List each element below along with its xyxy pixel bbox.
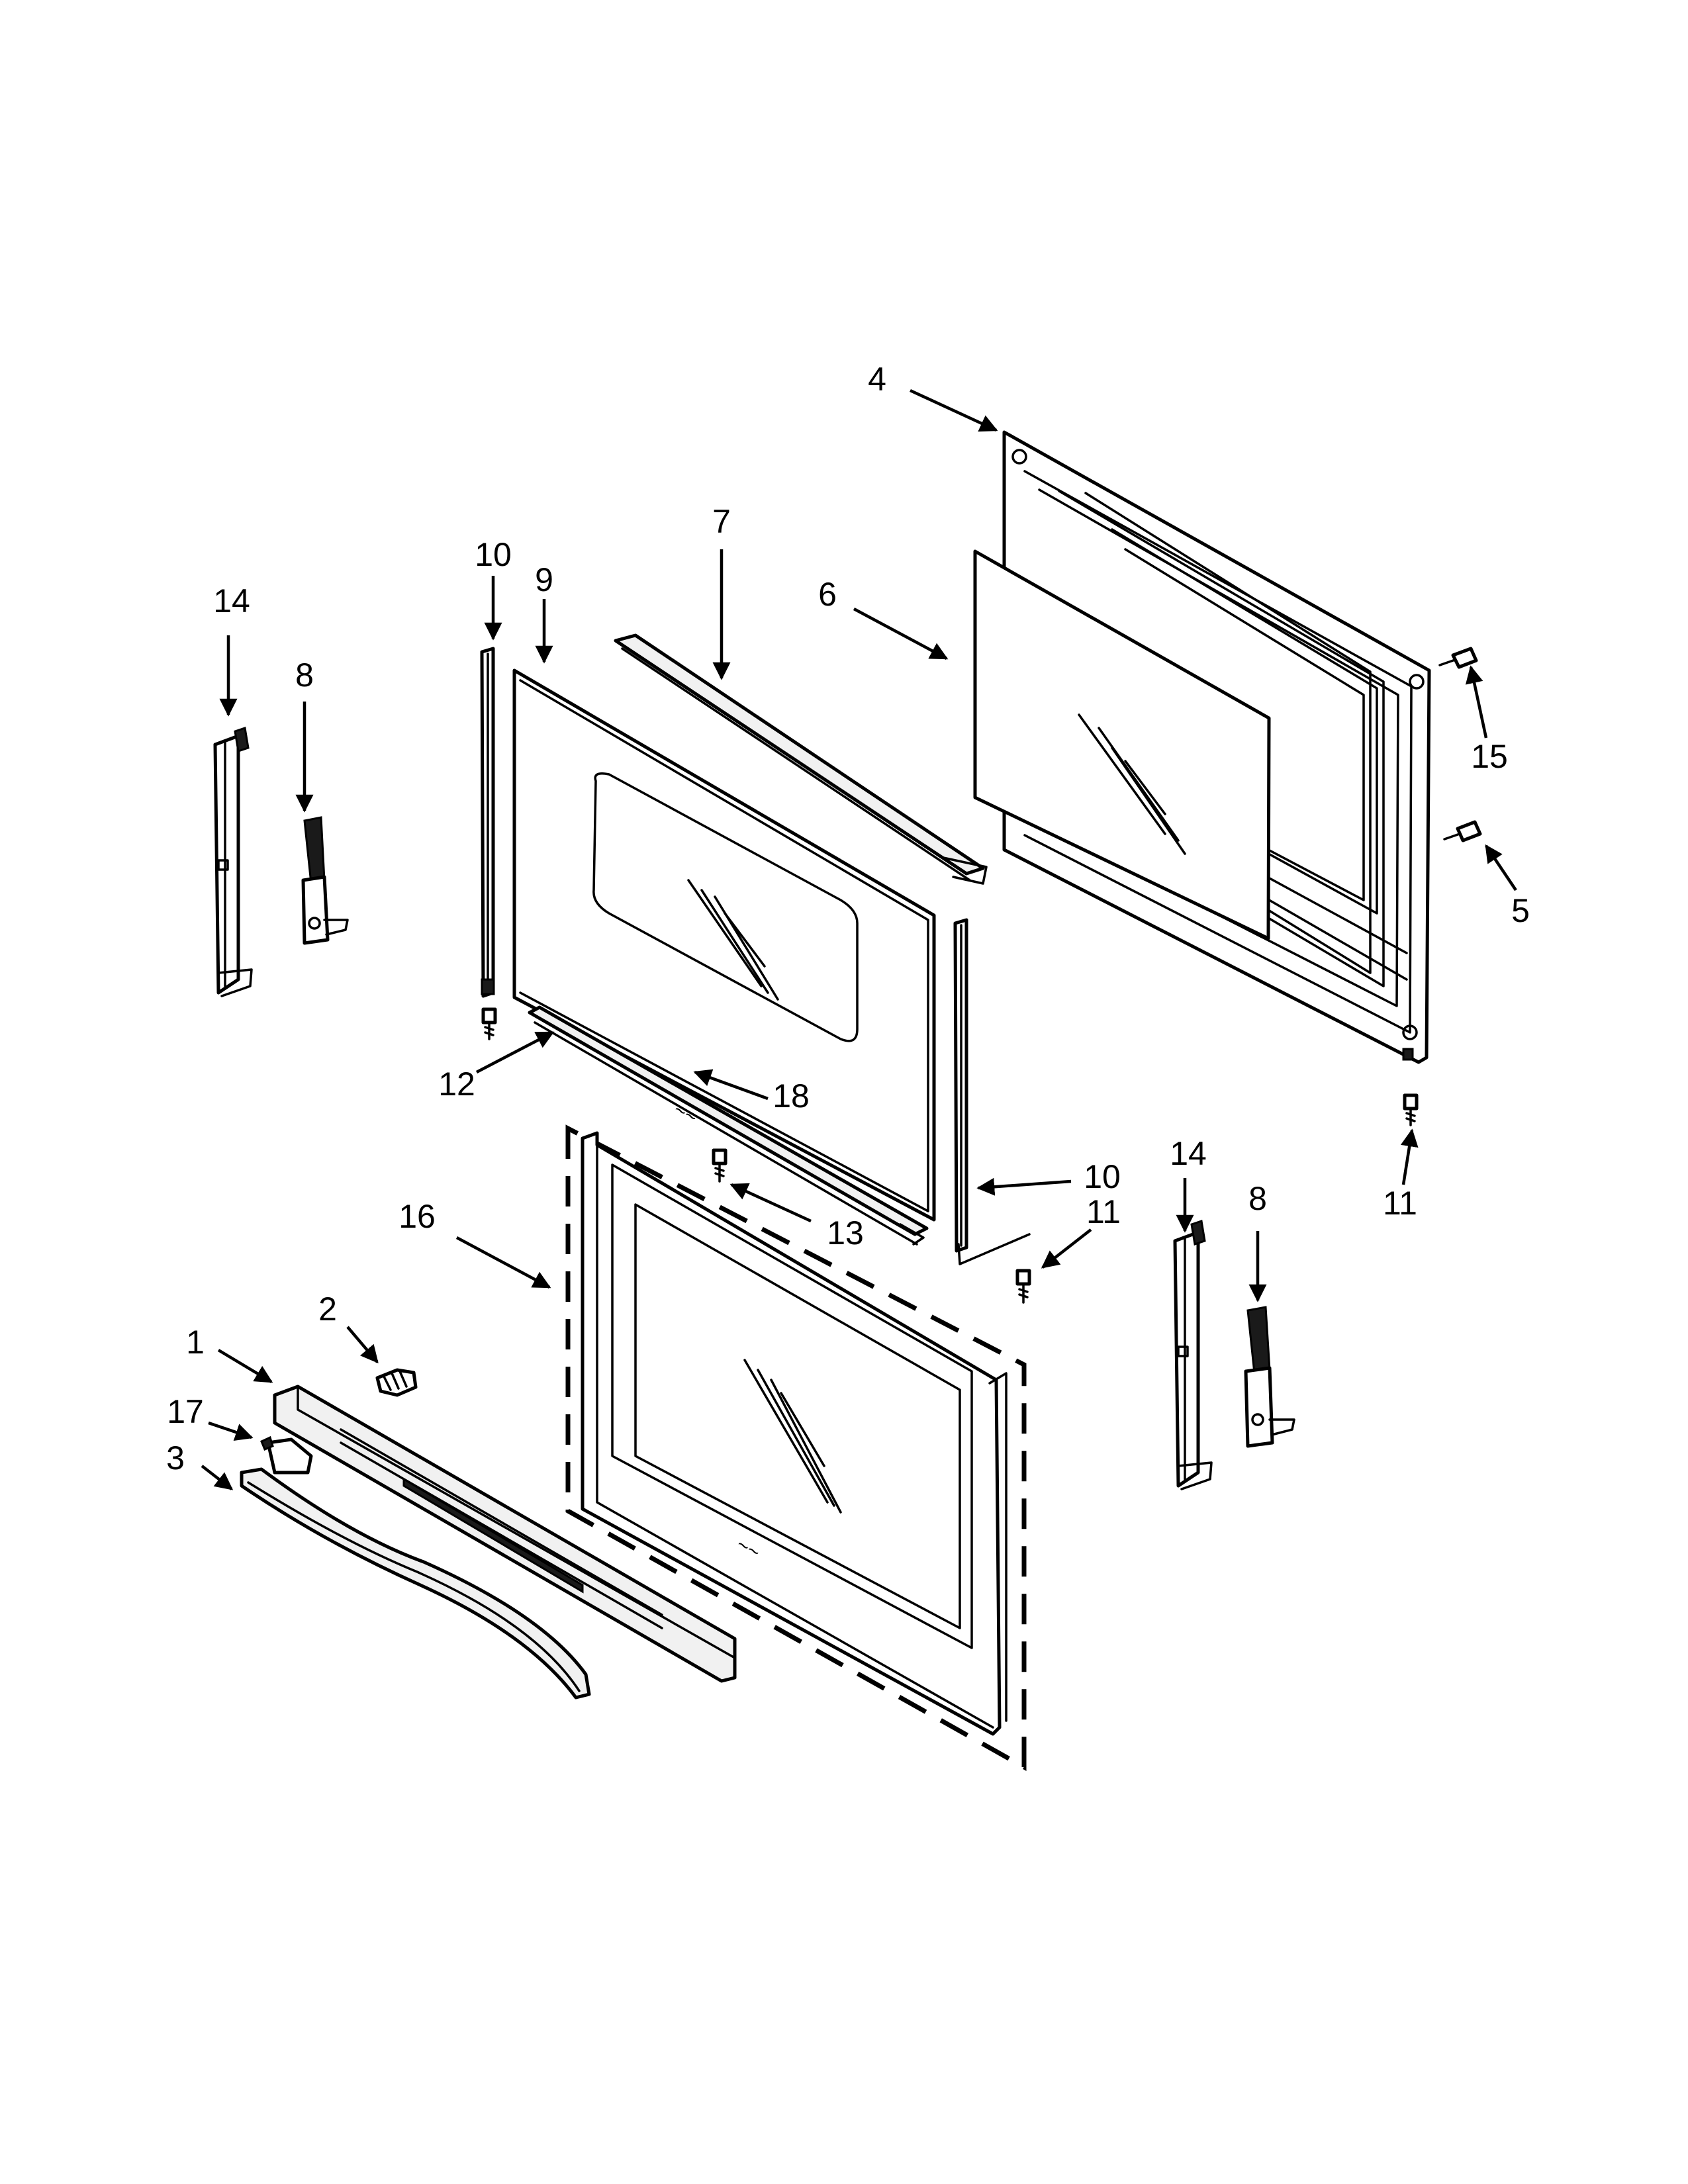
- callout-6: 6: [818, 576, 837, 613]
- leader-lines: [201, 388, 1517, 1490]
- callout-9: 9: [535, 561, 553, 598]
- callout-labels: 4 7 6 10 9 14 8 15 5 12 18 11 14 10 16 1…: [166, 361, 1530, 1477]
- part-7-door-trim-strip: [614, 633, 988, 885]
- part-1-vent-trim: [273, 1385, 737, 1683]
- callout-14: 14: [1170, 1135, 1207, 1172]
- part-2-screw: [375, 1368, 418, 1397]
- callout-17: 17: [167, 1393, 204, 1430]
- part-9-outer-door-glass: [512, 668, 936, 1222]
- part-10-right-side-trim: [953, 918, 1031, 1265]
- callout-4: 4: [868, 361, 886, 398]
- part-15-screw: [1438, 647, 1478, 669]
- callout-1: 1: [186, 1324, 205, 1361]
- part-14-left-hinge-receiver: [213, 727, 253, 997]
- part-11-screw-right-bottom: [1015, 1269, 1031, 1304]
- callout-10: 10: [1084, 1158, 1121, 1195]
- callout-8: 8: [1248, 1180, 1267, 1217]
- part-16-outer-door: ~~: [565, 1124, 1027, 1771]
- callout-11: 11: [1383, 1185, 1417, 1222]
- callout-2: 2: [318, 1291, 337, 1328]
- part-11-screw-right-top: [1403, 1093, 1419, 1126]
- callout-15: 15: [1471, 738, 1508, 775]
- part-11-screw-left: [481, 1007, 497, 1040]
- part-8-right-hinge: [1244, 1306, 1295, 1448]
- callout-7: 7: [712, 503, 731, 540]
- callout-8: 8: [295, 657, 314, 694]
- callout-5: 5: [1511, 892, 1530, 929]
- callout-11: 11: [1086, 1193, 1121, 1230]
- part-10-left-side-trim: [480, 647, 495, 998]
- part-5-screw: [1443, 820, 1482, 842]
- part-13-screw: [712, 1148, 727, 1183]
- callout-16: 16: [399, 1198, 436, 1235]
- part-17-handle-bracket: [260, 1435, 313, 1475]
- callout-3: 3: [166, 1439, 185, 1477]
- callout-13: 13: [827, 1214, 864, 1251]
- callout-18: 18: [773, 1077, 810, 1115]
- part-8-left-hinge: [301, 816, 349, 945]
- part-14-right-hinge-receiver: [1173, 1220, 1213, 1490]
- callout-12: 12: [438, 1066, 475, 1103]
- part-6-glass-pane: [973, 549, 1271, 940]
- part-3-door-handle: [240, 1467, 591, 1700]
- callout-14: 14: [213, 582, 250, 619]
- callout-10: 10: [475, 536, 512, 573]
